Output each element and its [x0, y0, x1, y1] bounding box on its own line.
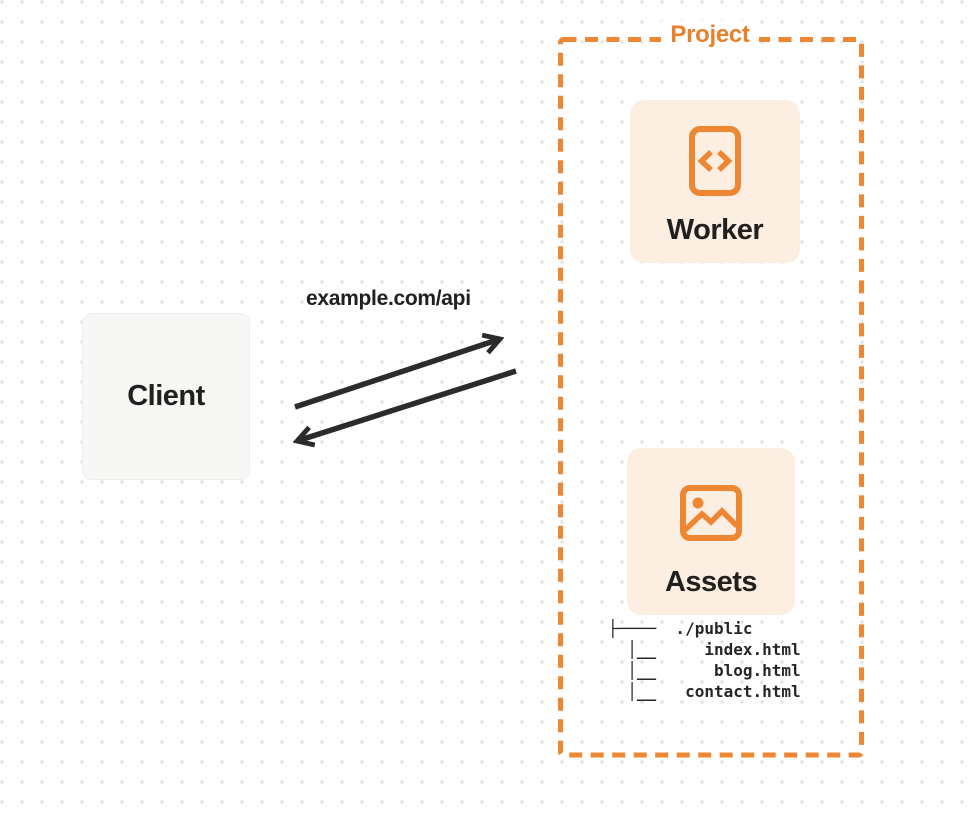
- image-icon: [680, 485, 742, 541]
- worker-node: Worker: [630, 100, 800, 263]
- code-file-icon: [689, 126, 741, 196]
- request-arrow: [294, 339, 500, 410]
- worker-label: Worker: [666, 214, 764, 246]
- assets-label: Assets: [664, 566, 758, 598]
- project-boundary: [558, 37, 864, 758]
- request-url-label: example.com/api: [306, 287, 471, 310]
- tree-line-blog: │__ blog.html: [608, 661, 801, 680]
- response-arrow: [297, 368, 517, 441]
- assets-node: Assets: [627, 448, 795, 615]
- client-label: Client: [127, 380, 205, 412]
- tree-line-public: ├──── ./public: [608, 619, 753, 638]
- tree-line-index: │__ index.html: [608, 640, 801, 659]
- tree-line-contact: │__ contact.html: [608, 682, 801, 701]
- assets-file-tree: ├──── ./public │__ index.html │__ blog.h…: [608, 618, 801, 702]
- client-node: Client: [82, 313, 250, 480]
- project-label-row: Project: [558, 21, 862, 49]
- project-label: Project: [661, 21, 759, 49]
